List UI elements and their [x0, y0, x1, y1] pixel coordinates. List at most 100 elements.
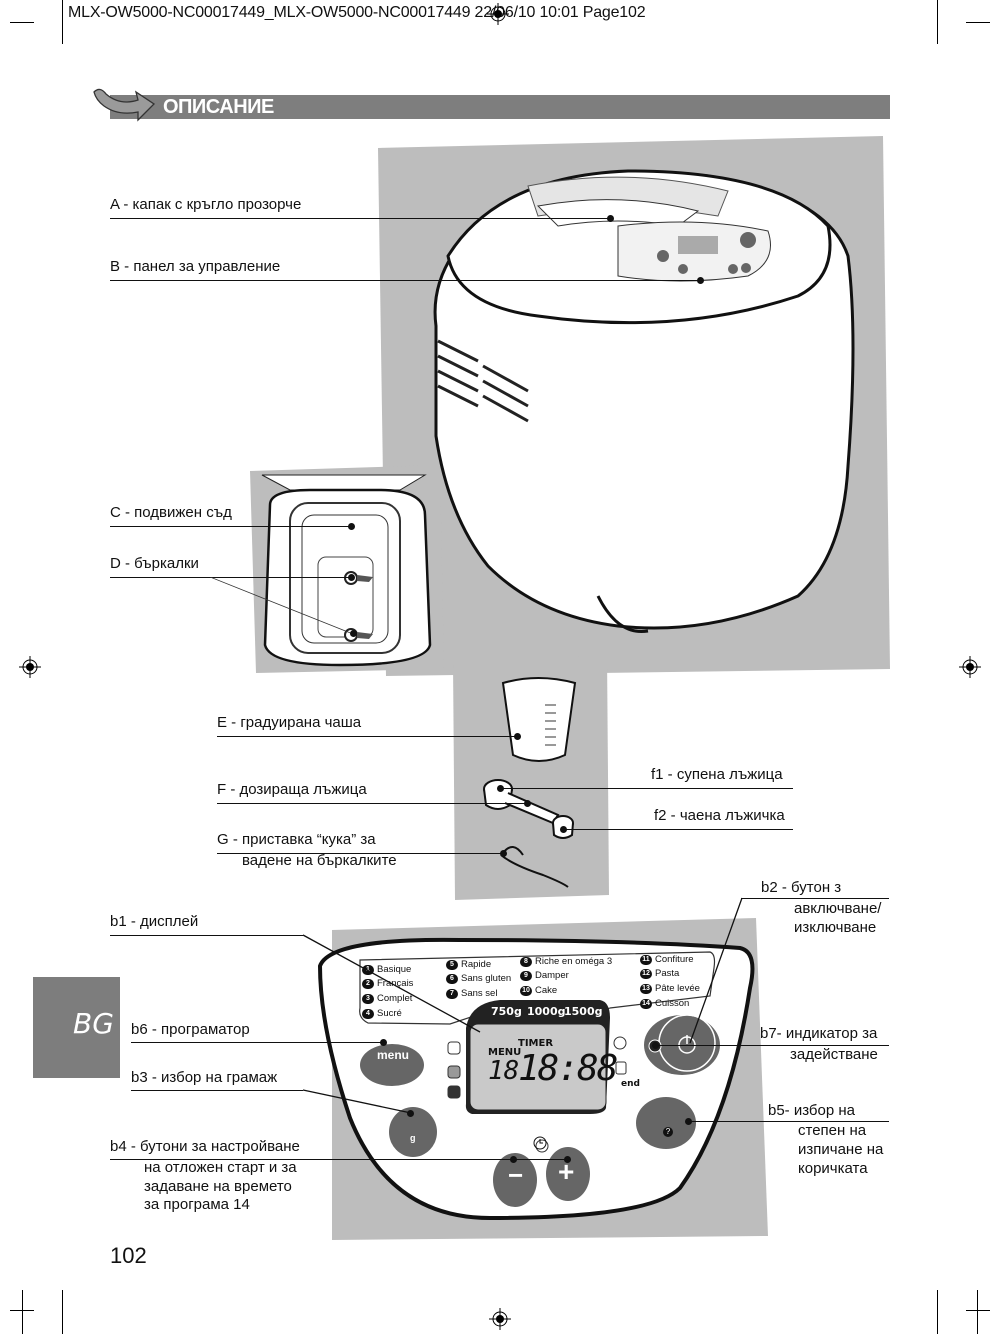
leader-dot — [523, 799, 531, 807]
print-slug: MLX-OW5000-NC00017449_MLX-OW5000-NC00017… — [68, 4, 646, 21]
plus-button[interactable]: + — [558, 1156, 575, 1187]
leader-line-diagonal — [302, 1089, 412, 1114]
program-name: Confiture — [655, 954, 694, 965]
registration-mark-icon — [19, 656, 41, 678]
leader-line — [563, 829, 793, 830]
program-number: 1 — [362, 964, 374, 975]
program-number: 9 — [520, 970, 532, 981]
open-breadmaker-illustration — [250, 465, 444, 673]
language-tab: BG — [33, 977, 120, 1078]
program-name: Cuisson — [655, 998, 690, 1009]
program-name: Pasta — [655, 968, 680, 979]
leader-line — [110, 935, 303, 936]
program-number: 7 — [446, 988, 458, 999]
program-number: 3 — [362, 993, 374, 1004]
leader-line-diagonal — [689, 897, 743, 1044]
callout-b5-line1: b5- избор на — [768, 1102, 856, 1119]
display-time-digits: 18:88 — [518, 1048, 618, 1089]
leader-line — [688, 1121, 889, 1122]
weight-1000g: 1000g — [527, 1005, 566, 1018]
page-number: 102 — [110, 1243, 147, 1268]
leader-dot — [513, 732, 521, 740]
crust-help-badge: ? — [663, 1127, 673, 1137]
program-number: 5 — [446, 959, 458, 970]
breadmaker-illustration — [378, 136, 890, 676]
leader-dot — [559, 825, 567, 833]
program-name: Rapide — [461, 959, 492, 970]
leader-line — [217, 736, 517, 737]
leader-dot — [696, 276, 704, 284]
callout-b4-line4: за програма 14 — [144, 1196, 250, 1213]
leader-line — [110, 218, 610, 219]
program-name: Complet — [377, 993, 413, 1004]
callout-b4-line1: b4 - бутони за настройване — [110, 1138, 300, 1155]
program-number: 4 — [362, 1008, 374, 1019]
leader-dot — [347, 573, 355, 581]
program-name: Cake — [535, 985, 558, 996]
program-name: Sans gluten — [461, 973, 512, 984]
callout-b2-line3: изключване — [794, 919, 877, 936]
leader-line — [217, 803, 527, 804]
callout-b4-line2: на отложен старт и за — [144, 1159, 297, 1176]
minus-button[interactable]: − — [508, 1160, 524, 1190]
display-program-digits: 18 — [488, 1056, 520, 1086]
leader-dot — [347, 522, 355, 530]
crop-mark — [966, 22, 990, 23]
crop-mark — [10, 22, 34, 23]
leader-line-diagonal — [302, 934, 481, 1033]
arrow-icon — [93, 88, 156, 122]
program-number: 6 — [446, 973, 458, 984]
leader-line — [110, 526, 351, 527]
callout-b7-line1: b7- индикатор за — [760, 1025, 878, 1042]
callout-f2: f2 - чаена лъжичка — [654, 807, 785, 824]
program-number: 10 — [520, 985, 532, 996]
callout-b2-line1: b2 - бутон з — [761, 879, 842, 896]
callout-g-line1: G - приставка “кука” за — [217, 831, 376, 848]
display-end-label: end — [621, 1079, 640, 1089]
callout-b5-line4: коричката — [798, 1160, 868, 1177]
crop-mark — [937, 0, 938, 44]
weight-1500g: 1500g — [564, 1005, 603, 1018]
leader-dot — [499, 849, 507, 857]
accessories-illustration — [453, 655, 609, 900]
leader-dot — [379, 1038, 387, 1046]
leader-line — [110, 577, 351, 578]
program-name: Français — [377, 978, 414, 989]
program-number: 11 — [640, 954, 652, 965]
callout-b5-line3: изпичане на — [798, 1141, 884, 1158]
callout-b5-line2: степен на — [798, 1122, 867, 1139]
leader-dot — [684, 1117, 692, 1125]
menu-button[interactable]: menu — [377, 1048, 410, 1062]
callout-g-line2: вадене на бъркалките — [242, 852, 397, 869]
callout-c: C - подвижен съд — [110, 504, 232, 521]
program-name: Basique — [377, 964, 412, 975]
clock-icon — [533, 1136, 547, 1150]
program-number: 12 — [640, 968, 652, 979]
leader-dot — [651, 1041, 659, 1049]
callout-b2-line2: авключване/ — [794, 900, 882, 917]
registration-mark-icon — [489, 1308, 511, 1330]
leader-line — [131, 1090, 303, 1091]
weight-button[interactable]: g — [410, 1133, 416, 1143]
section-banner — [110, 95, 890, 119]
leader-line — [110, 280, 700, 281]
crop-mark — [62, 0, 63, 44]
program-name: Pâte levée — [655, 983, 700, 994]
callout-b: B - панел за управление — [110, 258, 281, 275]
leader-dot — [563, 1155, 571, 1163]
program-name: Damper — [535, 970, 569, 981]
weight-750g: 750g — [491, 1005, 522, 1018]
display-menu-label: MENU — [488, 1047, 522, 1058]
callout-a: A - капак с кръгло прозорче — [110, 196, 302, 213]
leader-line — [217, 853, 503, 854]
crop-mark — [977, 1290, 978, 1334]
crop-mark — [966, 1310, 990, 1311]
